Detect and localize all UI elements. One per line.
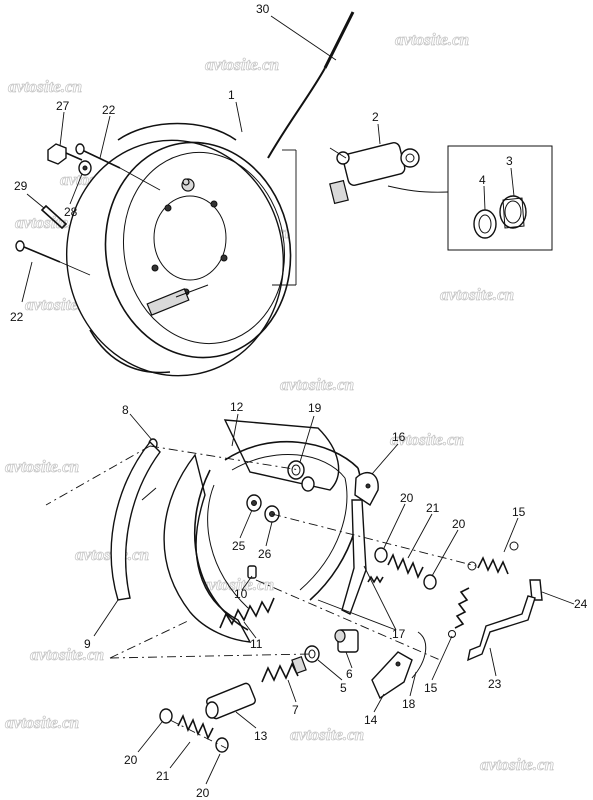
callout-23: 23 (488, 677, 502, 691)
part-12-brake-shoe (163, 419, 362, 643)
watermark-text: avtosite.cn (480, 755, 554, 774)
callout-6: 6 (346, 667, 353, 681)
callout-27: 27 (56, 99, 70, 113)
callout-22-lower: 22 (10, 310, 24, 324)
part-13-sleeve (205, 682, 256, 720)
part-25-washer (246, 494, 262, 512)
part-6-piston (334, 629, 359, 653)
callout-2: 2 (372, 110, 379, 124)
watermark-text: avtosite.cn (8, 77, 82, 96)
part-29-cotter-pin (40, 204, 68, 230)
part-2-wheel-cylinder (329, 142, 449, 205)
part-5-seal (304, 645, 320, 663)
assembly-lines (45, 445, 477, 749)
callout-4: 4 (479, 173, 486, 187)
callout-1: 1 (228, 88, 235, 102)
part-21-spring-lower (177, 713, 214, 741)
callout-22-upper: 22 (102, 103, 116, 117)
part-14-lever-plate (371, 651, 413, 700)
part-7-adjuster-screw (261, 655, 307, 683)
callout-24: 24 (574, 597, 588, 611)
watermark-text: avtosite.cn (290, 725, 364, 744)
part-28-washer (78, 160, 92, 176)
part-20-spring-cup-lower (159, 708, 229, 753)
watermark-text: avtosite.cn (390, 430, 464, 449)
callout-11: 11 (250, 637, 263, 651)
part-9-backing-strip (110, 440, 161, 601)
callout-21-a: 21 (426, 501, 440, 515)
part-21-spring-upper (387, 552, 424, 580)
callout-28: 28 (64, 205, 78, 219)
watermark-text: avtosite.cn (5, 457, 79, 476)
callout-26: 26 (258, 547, 272, 561)
callout-8: 8 (122, 403, 129, 417)
callout-20-b: 20 (452, 517, 466, 531)
callout-25: 25 (232, 539, 246, 553)
part-10-pin (247, 565, 257, 579)
part-23-lever (467, 595, 536, 662)
part-20-spring-cup-upper (374, 547, 437, 590)
callout-16: 16 (392, 430, 406, 444)
callout-leaders (21, 15, 575, 785)
watermark-text: avtosite.cn (5, 713, 79, 732)
part-19-bushing (287, 460, 315, 492)
part-18-spring (411, 631, 427, 679)
part-27-bolt (47, 143, 83, 165)
callout-7: 7 (292, 703, 299, 717)
callout-19: 19 (308, 401, 322, 415)
callout-20-c: 20 (124, 753, 138, 767)
part-3-4-seal-kit (447, 145, 553, 251)
part-11-spring (219, 597, 275, 629)
callout-14: 14 (364, 713, 378, 727)
watermark-text: avtosite.cn (280, 375, 354, 394)
part-1-brake-drum (65, 122, 297, 377)
callout-29: 29 (14, 179, 28, 193)
part-15-spring-upper (467, 541, 519, 575)
callout-18: 18 (402, 697, 416, 711)
watermark-text: avtosite.cn (200, 575, 274, 594)
callout-30: 30 (256, 2, 270, 16)
part-16-adjuster (354, 471, 379, 507)
callout-12: 12 (230, 400, 244, 414)
callout-5: 5 (340, 681, 347, 695)
callout-20-a: 20 (400, 491, 414, 505)
part-24-lever (529, 579, 543, 601)
callout-15-a: 15 (512, 505, 526, 519)
watermark-text: avtosite.cn (30, 645, 104, 664)
part-22-pin-upper (75, 143, 161, 191)
part-22-pin-lower (15, 240, 91, 276)
callout-3: 3 (506, 154, 513, 168)
callout-10: 10 (234, 587, 248, 601)
callout-labels: 30 1 2 3 4 27 22 22 28 29 8 12 19 16 9 2… (10, 2, 588, 800)
callout-20-d: 20 (196, 786, 210, 800)
watermark-text: avtosite.cn (205, 55, 279, 74)
callout-15-b: 15 (424, 681, 438, 695)
callout-17: 17 (392, 627, 406, 641)
callout-21-b: 21 (156, 769, 170, 783)
part-15-spring-lower (448, 587, 470, 638)
watermark-layer: avtosite.cn avtosite.cn avtosite.cn avto… (5, 30, 555, 775)
part-30-cable (267, 11, 355, 159)
watermark-text: avtosite.cn (440, 285, 514, 304)
callout-13: 13 (254, 729, 268, 743)
callout-9: 9 (84, 637, 91, 651)
watermark-text: avtosite.cn (395, 30, 469, 49)
part-17-strut (317, 499, 397, 631)
